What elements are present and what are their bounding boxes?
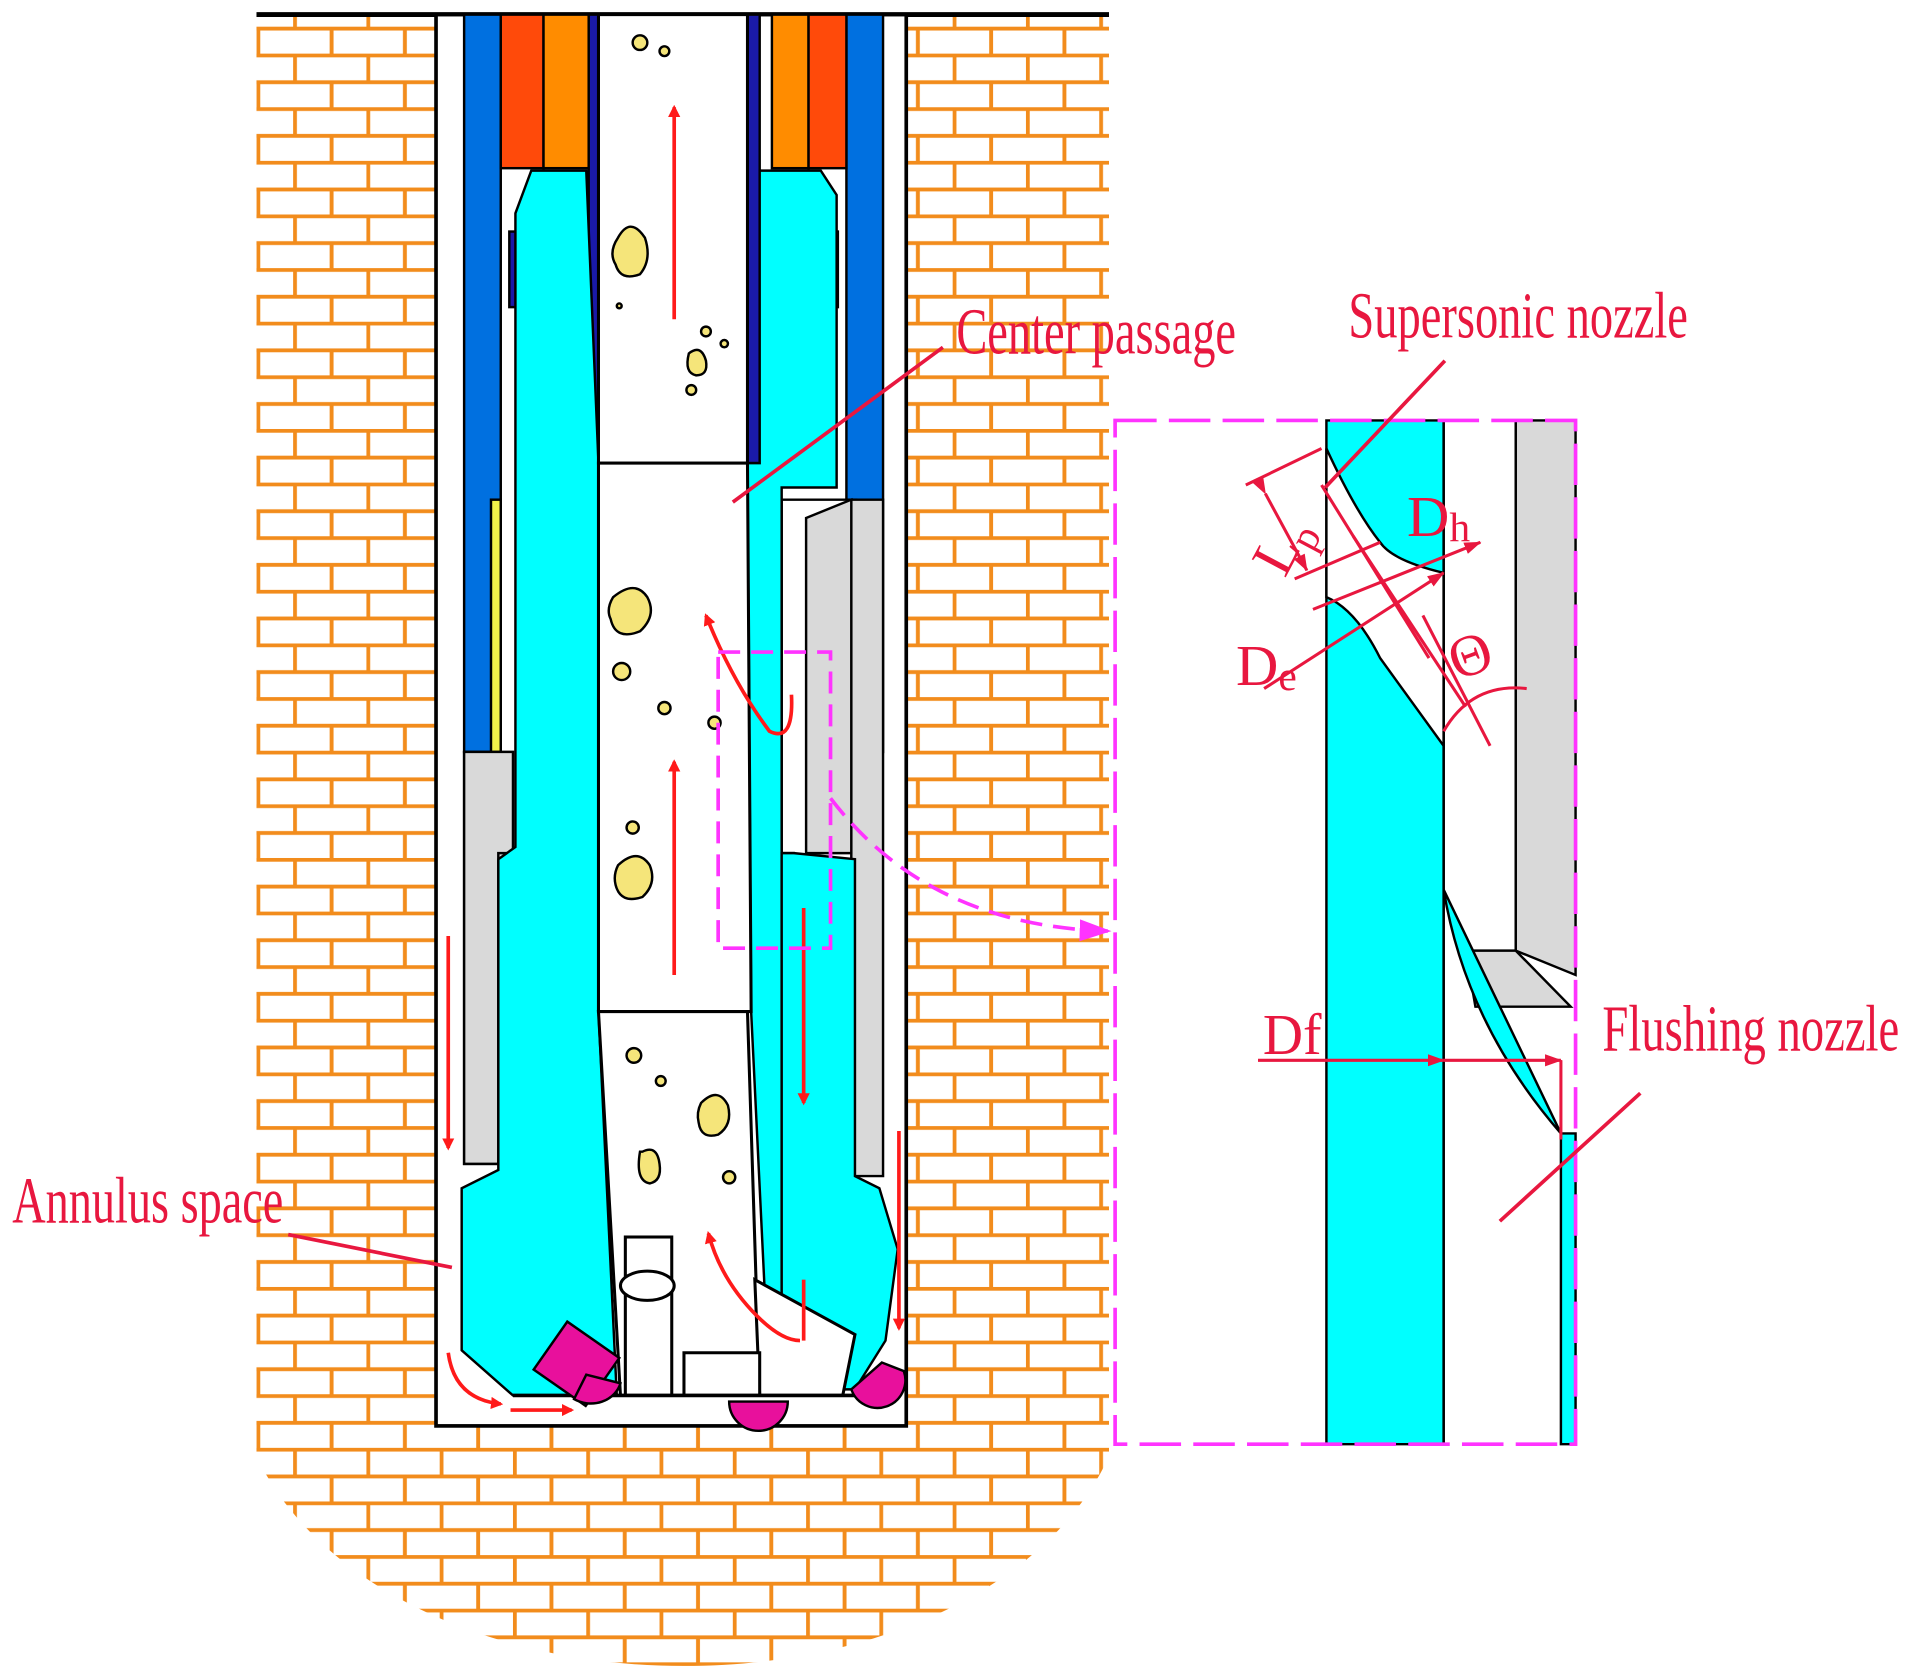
label-flushing-nozzle: Flushing nozzle: [1602, 993, 1899, 1066]
label-annulus-space: Annulus space: [12, 1164, 283, 1237]
detail-callout: [716, 650, 1112, 950]
cutter-center: [727, 1400, 790, 1432]
label-de: De: [1236, 633, 1297, 699]
flow-arrows: [442, 104, 906, 1417]
label-dh-sub: h: [1449, 504, 1470, 550]
diagram-labels: Center passage Supersonic nozzle Annulus…: [12, 280, 1899, 1238]
bit-face: [512, 1319, 907, 1432]
cutter-left: [531, 1319, 622, 1408]
label-dh-main: D: [1407, 484, 1449, 549]
label-df: Df: [1263, 1002, 1322, 1067]
label-de-sub: e: [1278, 653, 1296, 699]
label-de-main: D: [1236, 633, 1278, 698]
drill-cuttings: [607, 34, 737, 1185]
label-center-passage: Center passage: [956, 295, 1236, 368]
cutter-right: [849, 1361, 907, 1410]
dimension-lines: [1245, 447, 1563, 1140]
leader-lines: [287, 345, 1642, 1270]
label-dh: Dh: [1407, 484, 1470, 550]
nozzle-detail-inset: [1113, 418, 1578, 1447]
label-supersonic-nozzle: Supersonic nozzle: [1348, 280, 1688, 353]
